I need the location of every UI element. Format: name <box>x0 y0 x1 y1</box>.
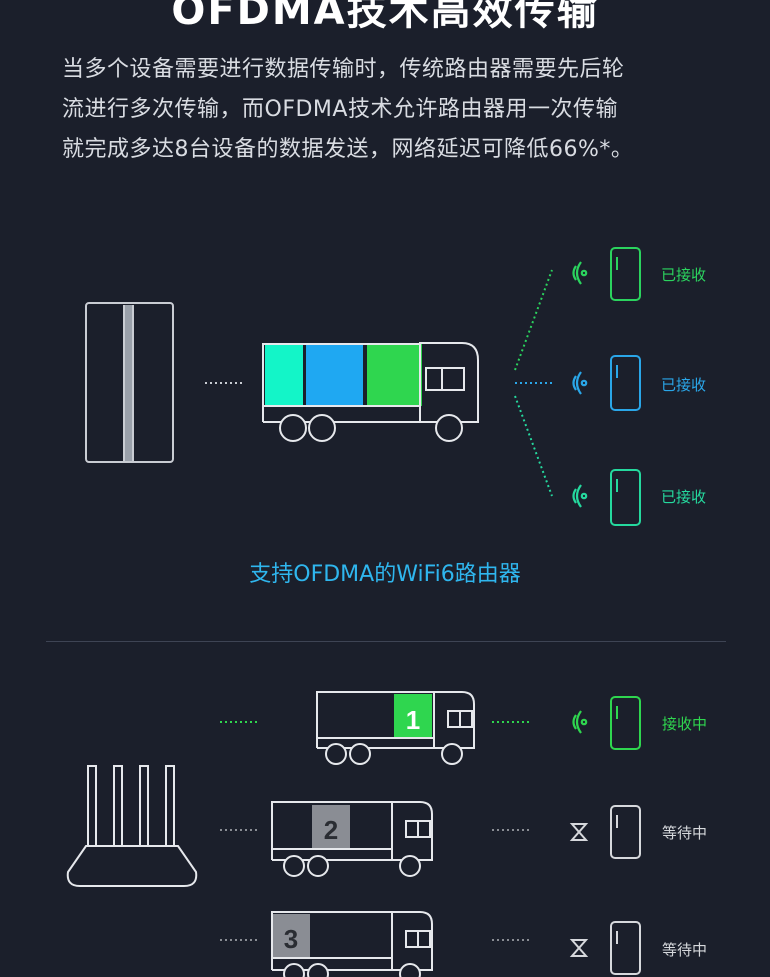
wifi-signal-icon <box>572 261 588 285</box>
truck-status-label: 接收中 <box>662 715 708 733</box>
wifi6-router-icon <box>85 302 174 463</box>
traditional-router-icon <box>66 765 198 887</box>
phone-icon <box>610 921 641 975</box>
ofdma-truck-icon <box>262 342 479 442</box>
cargo-block <box>394 694 432 737</box>
phone-icon <box>610 355 641 411</box>
intro-line: 流进行多次传输，而OFDMA技术允许路由器用一次传输 <box>62 97 618 122</box>
intro-line: 就完成多达8台设备的数据发送，网络延迟可降低66%*。 <box>62 137 634 162</box>
phone-icon <box>610 696 641 750</box>
fanout-links <box>514 269 553 497</box>
wifi-signal-icon <box>572 484 588 508</box>
phone-icon <box>610 805 641 859</box>
cargo-block <box>272 914 310 958</box>
truck-1-icon <box>316 691 475 765</box>
device-status-label: 已接收 <box>661 376 707 394</box>
cargo-block <box>312 805 350 849</box>
truck-number: 1 <box>406 705 420 735</box>
wifi-signal-icon <box>572 710 588 734</box>
intro-text: 当多个设备需要进行数据传输时，传统路由器需要先后轮 流进行多次传输，而OFDMA… <box>62 50 712 170</box>
wifi-signal-icon <box>572 371 588 395</box>
hourglass-icon <box>569 823 589 841</box>
ofdma-caption: 支持OFDMA的WiFi6路由器 <box>249 562 521 587</box>
truck-3-icon <box>271 911 433 977</box>
truck-number: 2 <box>324 815 338 845</box>
truck-2-icon <box>271 801 433 877</box>
receiving-device <box>572 469 641 526</box>
phone-icon <box>610 247 641 301</box>
device-status-label: 已接收 <box>661 488 707 506</box>
device-status-label: 已接收 <box>661 266 707 284</box>
truck-number: 3 <box>284 924 298 954</box>
cargo-block <box>367 344 422 406</box>
phone-icon <box>610 469 641 526</box>
receiving-device <box>572 355 641 411</box>
page-title: OFDMA技术高效传输 <box>171 0 599 34</box>
cargo-block <box>306 344 363 406</box>
cargo-block <box>265 344 303 406</box>
intro-line: 当多个设备需要进行数据传输时，传统路由器需要先后轮 <box>62 57 625 82</box>
truck-status-label: 等待中 <box>662 824 708 842</box>
truck-status-label: 等待中 <box>662 941 708 959</box>
section-divider <box>46 641 726 642</box>
hourglass-icon <box>569 939 589 957</box>
receiving-device <box>572 247 641 301</box>
